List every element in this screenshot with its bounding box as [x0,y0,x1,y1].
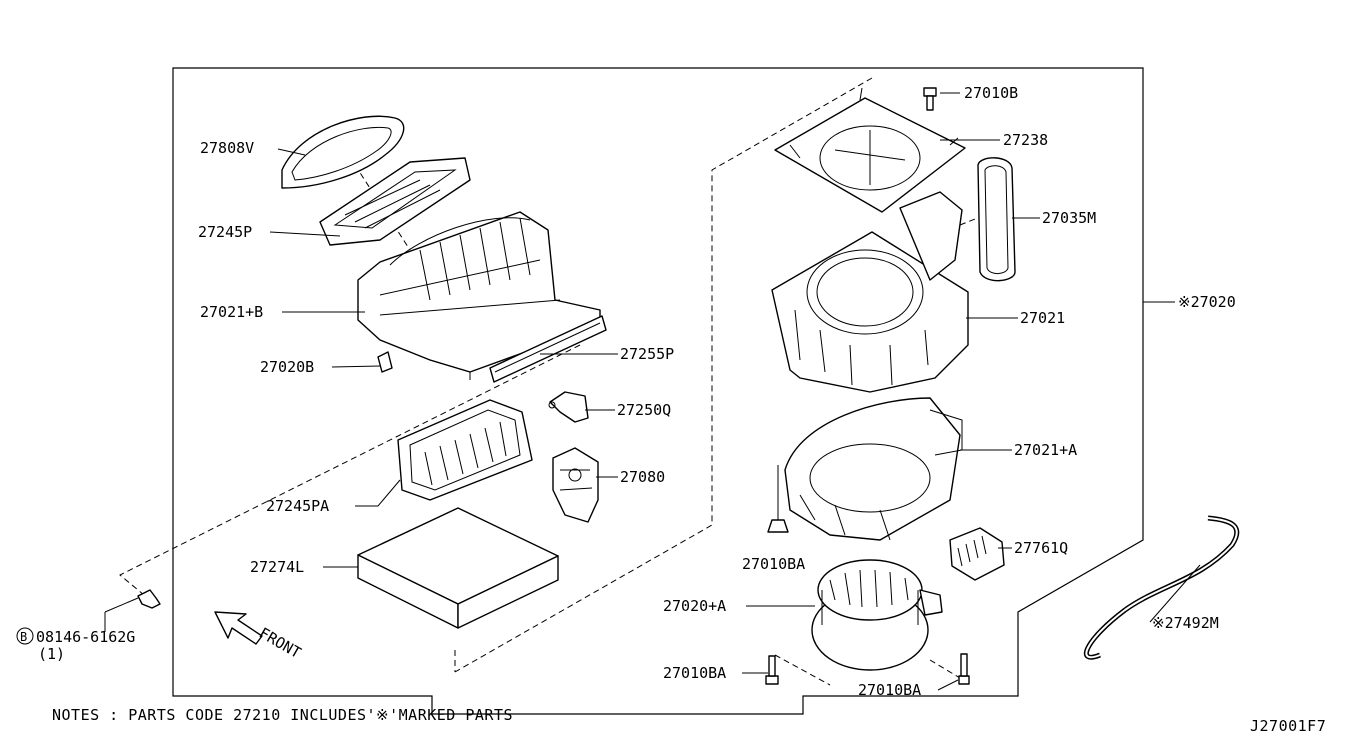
label-27238: 27238 [1003,131,1048,149]
label-27020a: 27020+A [663,597,726,615]
dash-guide-motor [774,654,831,686]
part-27255p-strip [489,315,607,383]
part-27010ba-screw-1 [767,465,789,533]
lead-27245pa [355,479,401,507]
part-08146-bolt [104,589,161,613]
part-27010ba-screw-2 [765,655,779,685]
label-27010b: 27010B [964,84,1018,102]
label-27080: 27080 [620,468,665,486]
label-27245pa: 27245PA [266,497,329,515]
notes-text: NOTES : PARTS CODE 27210 INCLUDES'※'MARK… [52,706,513,724]
part-27245p-cover [319,157,471,246]
dash-guide-motor2 [929,659,961,679]
part-27010b-screw [923,87,937,111]
part-27010ba-screw-3 [958,653,970,685]
part-27020a-motor [811,559,943,671]
label-27274l: 27274L [250,558,304,576]
lead-27010ba-3 [937,679,959,691]
label-27761q: 27761Q [1014,539,1068,557]
label-27010ba-2: 27010BA [663,664,726,682]
part-27021a-scroll [784,397,963,541]
label-27010ba-3: 27010BA [858,681,921,699]
label-08146-qty: (1) [38,645,65,663]
part-27245pa-case [397,399,533,501]
lead-27245p [269,231,341,237]
part-27021b-housing [357,211,601,380]
label-27010ba-1: 27010BA [742,555,805,573]
label-27021b: 27021+B [200,303,263,321]
part-27274l-filter [357,507,559,629]
lead-27808v [277,148,306,156]
label-08146: 08146-6162G [36,628,135,646]
part-27492m-hose [1083,515,1240,660]
front-arrow-icon [214,611,263,645]
part-27250q-actuator [548,391,589,423]
lead-27492m [1149,564,1201,623]
assembly-frame [172,67,1144,715]
label-27021: 27021 [1020,309,1065,327]
label-27020b: 27020B [260,358,314,376]
label-27021a: 27021+A [1014,441,1077,459]
lead-27020b [331,365,381,368]
label-27035m: 27035M [1042,209,1096,227]
diagram-code: J27001F7 [1250,717,1326,735]
dash-guide-left [119,344,581,601]
label-front: FRONT [256,624,304,662]
part-27808v-gasket [281,115,405,189]
circle-b-icon: B [16,627,34,645]
part-27080-actuator [552,447,599,523]
part-27020b-clip [377,351,393,373]
label-27245p: 27245P [198,223,252,241]
label-27255p: 27255P [620,345,674,363]
label-27250q: 27250Q [617,401,671,419]
part-27021-blower-housing [771,191,969,393]
label-27492m: ※27492M [1152,614,1219,632]
label-27020: ※27020 [1178,293,1236,311]
svg-text:B: B [20,630,27,644]
part-27761q-resistor [949,527,1005,581]
dash-guide-right [454,77,873,673]
part-27035m-gasket [977,157,1016,282]
label-27808v: 27808V [200,139,254,157]
part-27238-plate [774,87,966,213]
